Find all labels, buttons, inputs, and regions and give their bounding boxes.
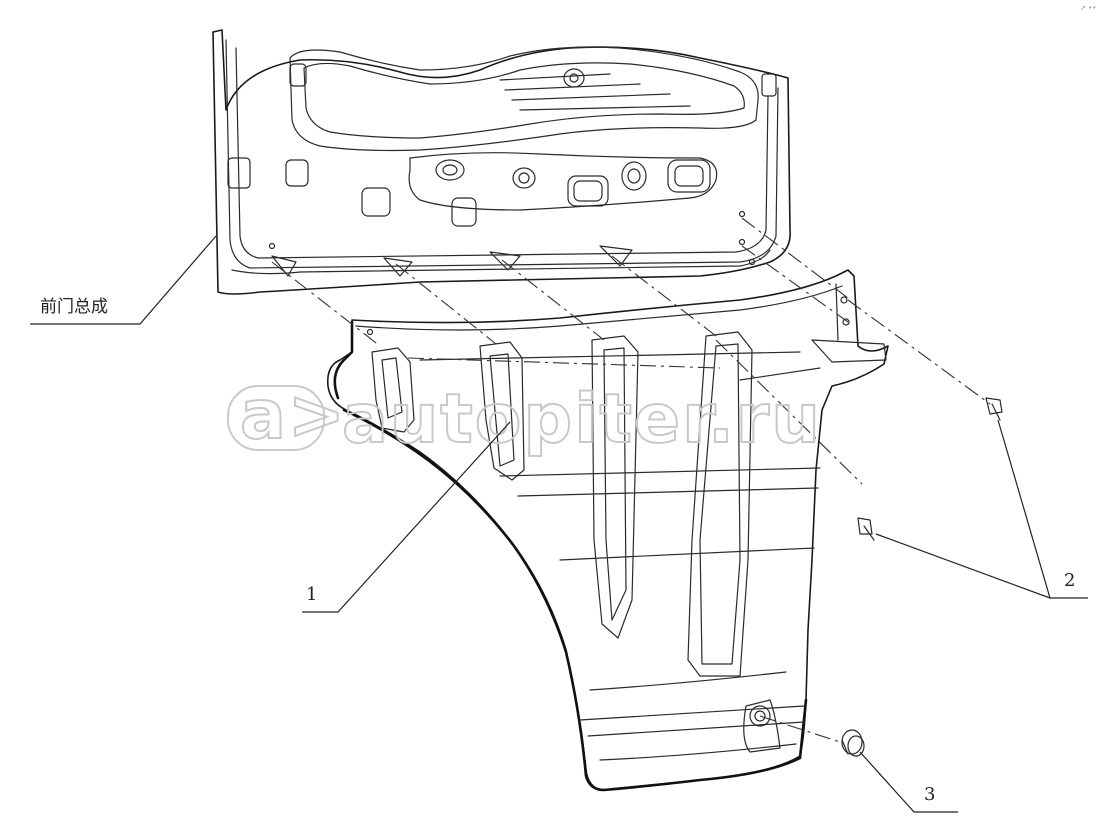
- autopiter-watermark: a> autopiter.ru: [227, 375, 822, 460]
- callout-front-door: 前门总成: [30, 235, 217, 325]
- callout-part-3: 3: [859, 751, 958, 813]
- assembly-center-lines: [271, 217, 991, 743]
- lower-guard-panel: [326, 269, 889, 792]
- corner-mark: ↗ ••: [1080, 4, 1096, 12]
- part-3-label: 3: [924, 784, 935, 805]
- clip-screw-upper: [985, 397, 1003, 421]
- watermark-text: autopiter.ru: [342, 380, 822, 459]
- callout-part-2: 2: [875, 419, 1088, 599]
- watermark-logo: a>: [240, 376, 347, 455]
- front-door-assembly: [212, 29, 791, 295]
- clip-screw-lower: [857, 517, 875, 541]
- callout-part-1: 1: [302, 421, 511, 613]
- retainer-nut: [841, 729, 865, 757]
- front-door-assembly-label: 前门总成: [40, 297, 108, 317]
- part-2-label: 2: [1064, 570, 1075, 591]
- part-1-label: 1: [306, 584, 317, 605]
